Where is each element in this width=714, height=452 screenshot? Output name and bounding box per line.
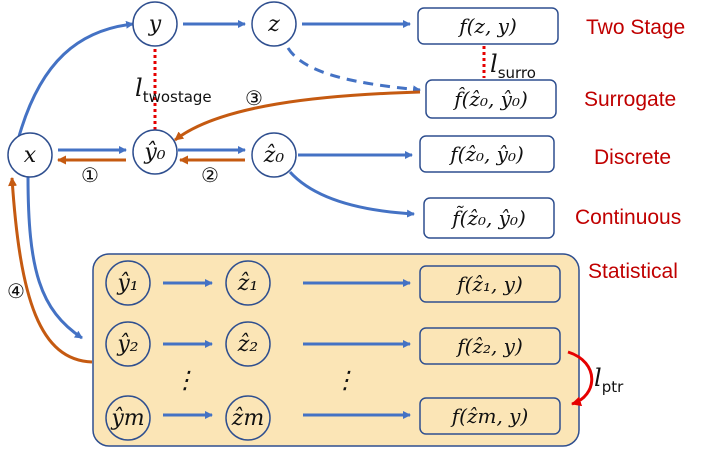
loss-dotted-lines: [153, 43, 486, 132]
node-yhat1-label: ŷ₁: [116, 271, 138, 296]
category-labels: Two Stage Surrogate Discrete Continuous …: [575, 16, 685, 283]
node-zhatm: [225, 395, 271, 441]
node-zhat2-label: ẑ₂: [237, 332, 258, 357]
box-surrogate: [425, 79, 557, 119]
node-zhat0-label: ẑ₀: [263, 143, 285, 168]
node-z: [251, 1, 297, 47]
box-stat-m: [419, 397, 561, 435]
edge-zhat0-to-continuous: [288, 170, 415, 218]
box-labels: f(z, y) f̂(ẑ₀, ŷ₀) f(ẑ₀, ŷ₀) f̃(ẑ₀, ŷ₀) …: [448, 14, 528, 428]
node-x: [7, 132, 53, 178]
blue-edges: [16, 20, 421, 419]
node-x-label: x: [24, 143, 37, 168]
category-discrete: Discrete: [594, 146, 671, 169]
edge-x-to-statistical: [26, 175, 83, 340]
box-continuous-label: f̃(ẑ₀, ŷ₀): [450, 206, 526, 230]
box-surrogate-label: f̂(ẑ₀, ŷ₀): [452, 87, 528, 111]
step-three: ③: [245, 86, 263, 110]
back-statistical-to-x: [8, 177, 93, 364]
node-yhat0-label: ŷ₀: [143, 140, 165, 165]
node-zhat1-label: ẑ₁: [237, 271, 258, 296]
category-two-stage: Two Stage: [586, 16, 685, 39]
loss-twostage: ltwostage: [135, 74, 212, 106]
node-yhatm: [105, 395, 151, 441]
box-stat-1: [419, 265, 561, 303]
node-z-label: z: [267, 12, 280, 37]
box-two-stage: [417, 7, 559, 45]
category-continuous: Continuous: [575, 206, 681, 229]
node-yhat0: [132, 129, 178, 175]
category-statistical: Statistical: [588, 260, 678, 283]
node-yhat2: [105, 321, 151, 367]
box-discrete: [419, 135, 555, 173]
box-stat-1-label: f(ẑ₁, y): [455, 272, 523, 296]
node-y-label: y: [148, 12, 162, 37]
node-yhat2-label: ŷ₂: [116, 332, 138, 357]
vdots-left: ⋮: [173, 366, 197, 394]
node-zhat0: [251, 132, 297, 178]
box-stat-2: [419, 327, 561, 365]
step-two: ②: [201, 163, 219, 187]
back-surrogate-to-yhat0: [174, 90, 421, 142]
node-yhat1: [105, 260, 151, 306]
step-four: ④: [7, 279, 25, 303]
node-yhatm-label: ŷm: [110, 406, 144, 431]
vdots-right: ⋮: [333, 366, 357, 394]
stat-boxes: [419, 265, 561, 435]
orange-edges: [8, 90, 421, 364]
node-zhat2: [225, 321, 271, 367]
box-stat-m-label: f(ẑm, y): [450, 404, 529, 428]
box-stat-2-label: f(ẑ₂, y): [455, 334, 523, 358]
objective-boxes: [417, 7, 559, 239]
edge-z-to-surrogate-dashed: [286, 47, 421, 94]
box-two-stage-label: f(z, y): [457, 14, 517, 38]
node-zhatm-label: ẑm: [231, 406, 264, 431]
node-y: [132, 1, 178, 47]
category-surrogate: Surrogate: [584, 88, 676, 111]
loss-labels: ltwostage lsurro lptr: [135, 50, 624, 396]
panel-nodes: [105, 260, 271, 441]
loss-surro: lsurro: [490, 50, 536, 82]
ptr-loss-arrow: [567, 350, 594, 407]
node-zhat1: [225, 260, 271, 306]
edge-x-to-y: [16, 20, 134, 141]
step-one: ①: [81, 163, 99, 187]
node-labels: x y z ŷ₀ ẑ₀ ŷ₁ ẑ₁ ŷ₂ ẑ₂ ŷm ẑm: [24, 12, 285, 431]
box-continuous: [423, 197, 555, 239]
nodes: [7, 1, 297, 178]
vdots: ⋮ ⋮: [173, 366, 357, 394]
step-labels: ① ② ③ ④: [7, 86, 263, 303]
box-discrete-label: f(ẑ₀, ŷ₀): [448, 142, 524, 166]
loss-ptr: lptr: [594, 364, 624, 396]
